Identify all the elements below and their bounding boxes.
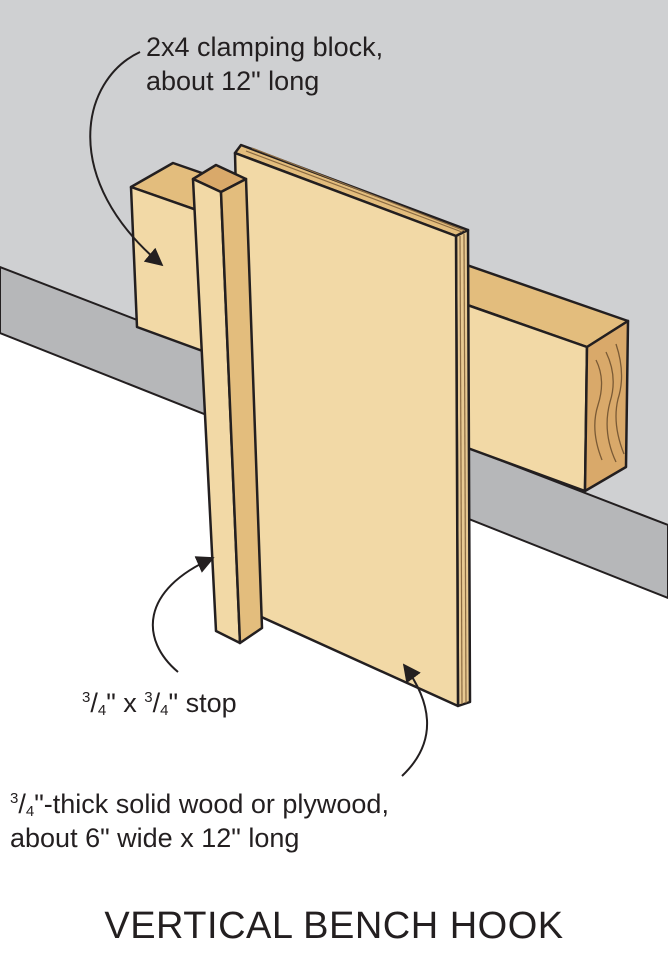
stop-label: 3/4" x 3/4" stop <box>82 688 237 719</box>
stop-label-tail: " stop <box>168 688 237 718</box>
end-grain-lines <box>594 343 625 463</box>
stop-label-fraction2-den: 4 <box>160 702 169 719</box>
clamping-block-label-line2: about 12" long <box>146 66 320 96</box>
stop-side <box>219 177 264 645</box>
plywood-plies <box>245 147 467 705</box>
clamping-block-label: 2x4 clamping block, about 12" long <box>146 30 383 98</box>
stop-label-mid: " x <box>106 688 145 718</box>
plywood-board <box>233 143 472 708</box>
leader-board <box>401 663 428 777</box>
figure-title: VERTICAL BENCH HOOK <box>104 905 564 947</box>
stop-label-fraction1-num: 3 <box>82 689 91 706</box>
board-face <box>233 151 460 708</box>
clamping-block-end-grain <box>583 319 630 493</box>
stop-strip <box>191 163 264 645</box>
leader-stop <box>151 556 215 673</box>
clamping-block-label-line1: 2x4 clamping block, <box>146 32 384 62</box>
leader-lines <box>89 51 428 777</box>
board-label: 3/4"-thick solid wood or plywood,about 6… <box>10 789 389 853</box>
board-label-fraction-den: 4 <box>25 803 35 820</box>
stop-label-fraction2-num: 3 <box>144 689 153 706</box>
board-label-fraction-num: 3 <box>10 790 19 807</box>
board-label-line1: "-thick solid wood or plywood, <box>34 789 389 819</box>
board-label-line2: about 6" wide x 12" long <box>10 823 300 853</box>
leader-clamping-block <box>89 51 164 267</box>
stop-label-fraction1-den: 4 <box>97 702 107 719</box>
